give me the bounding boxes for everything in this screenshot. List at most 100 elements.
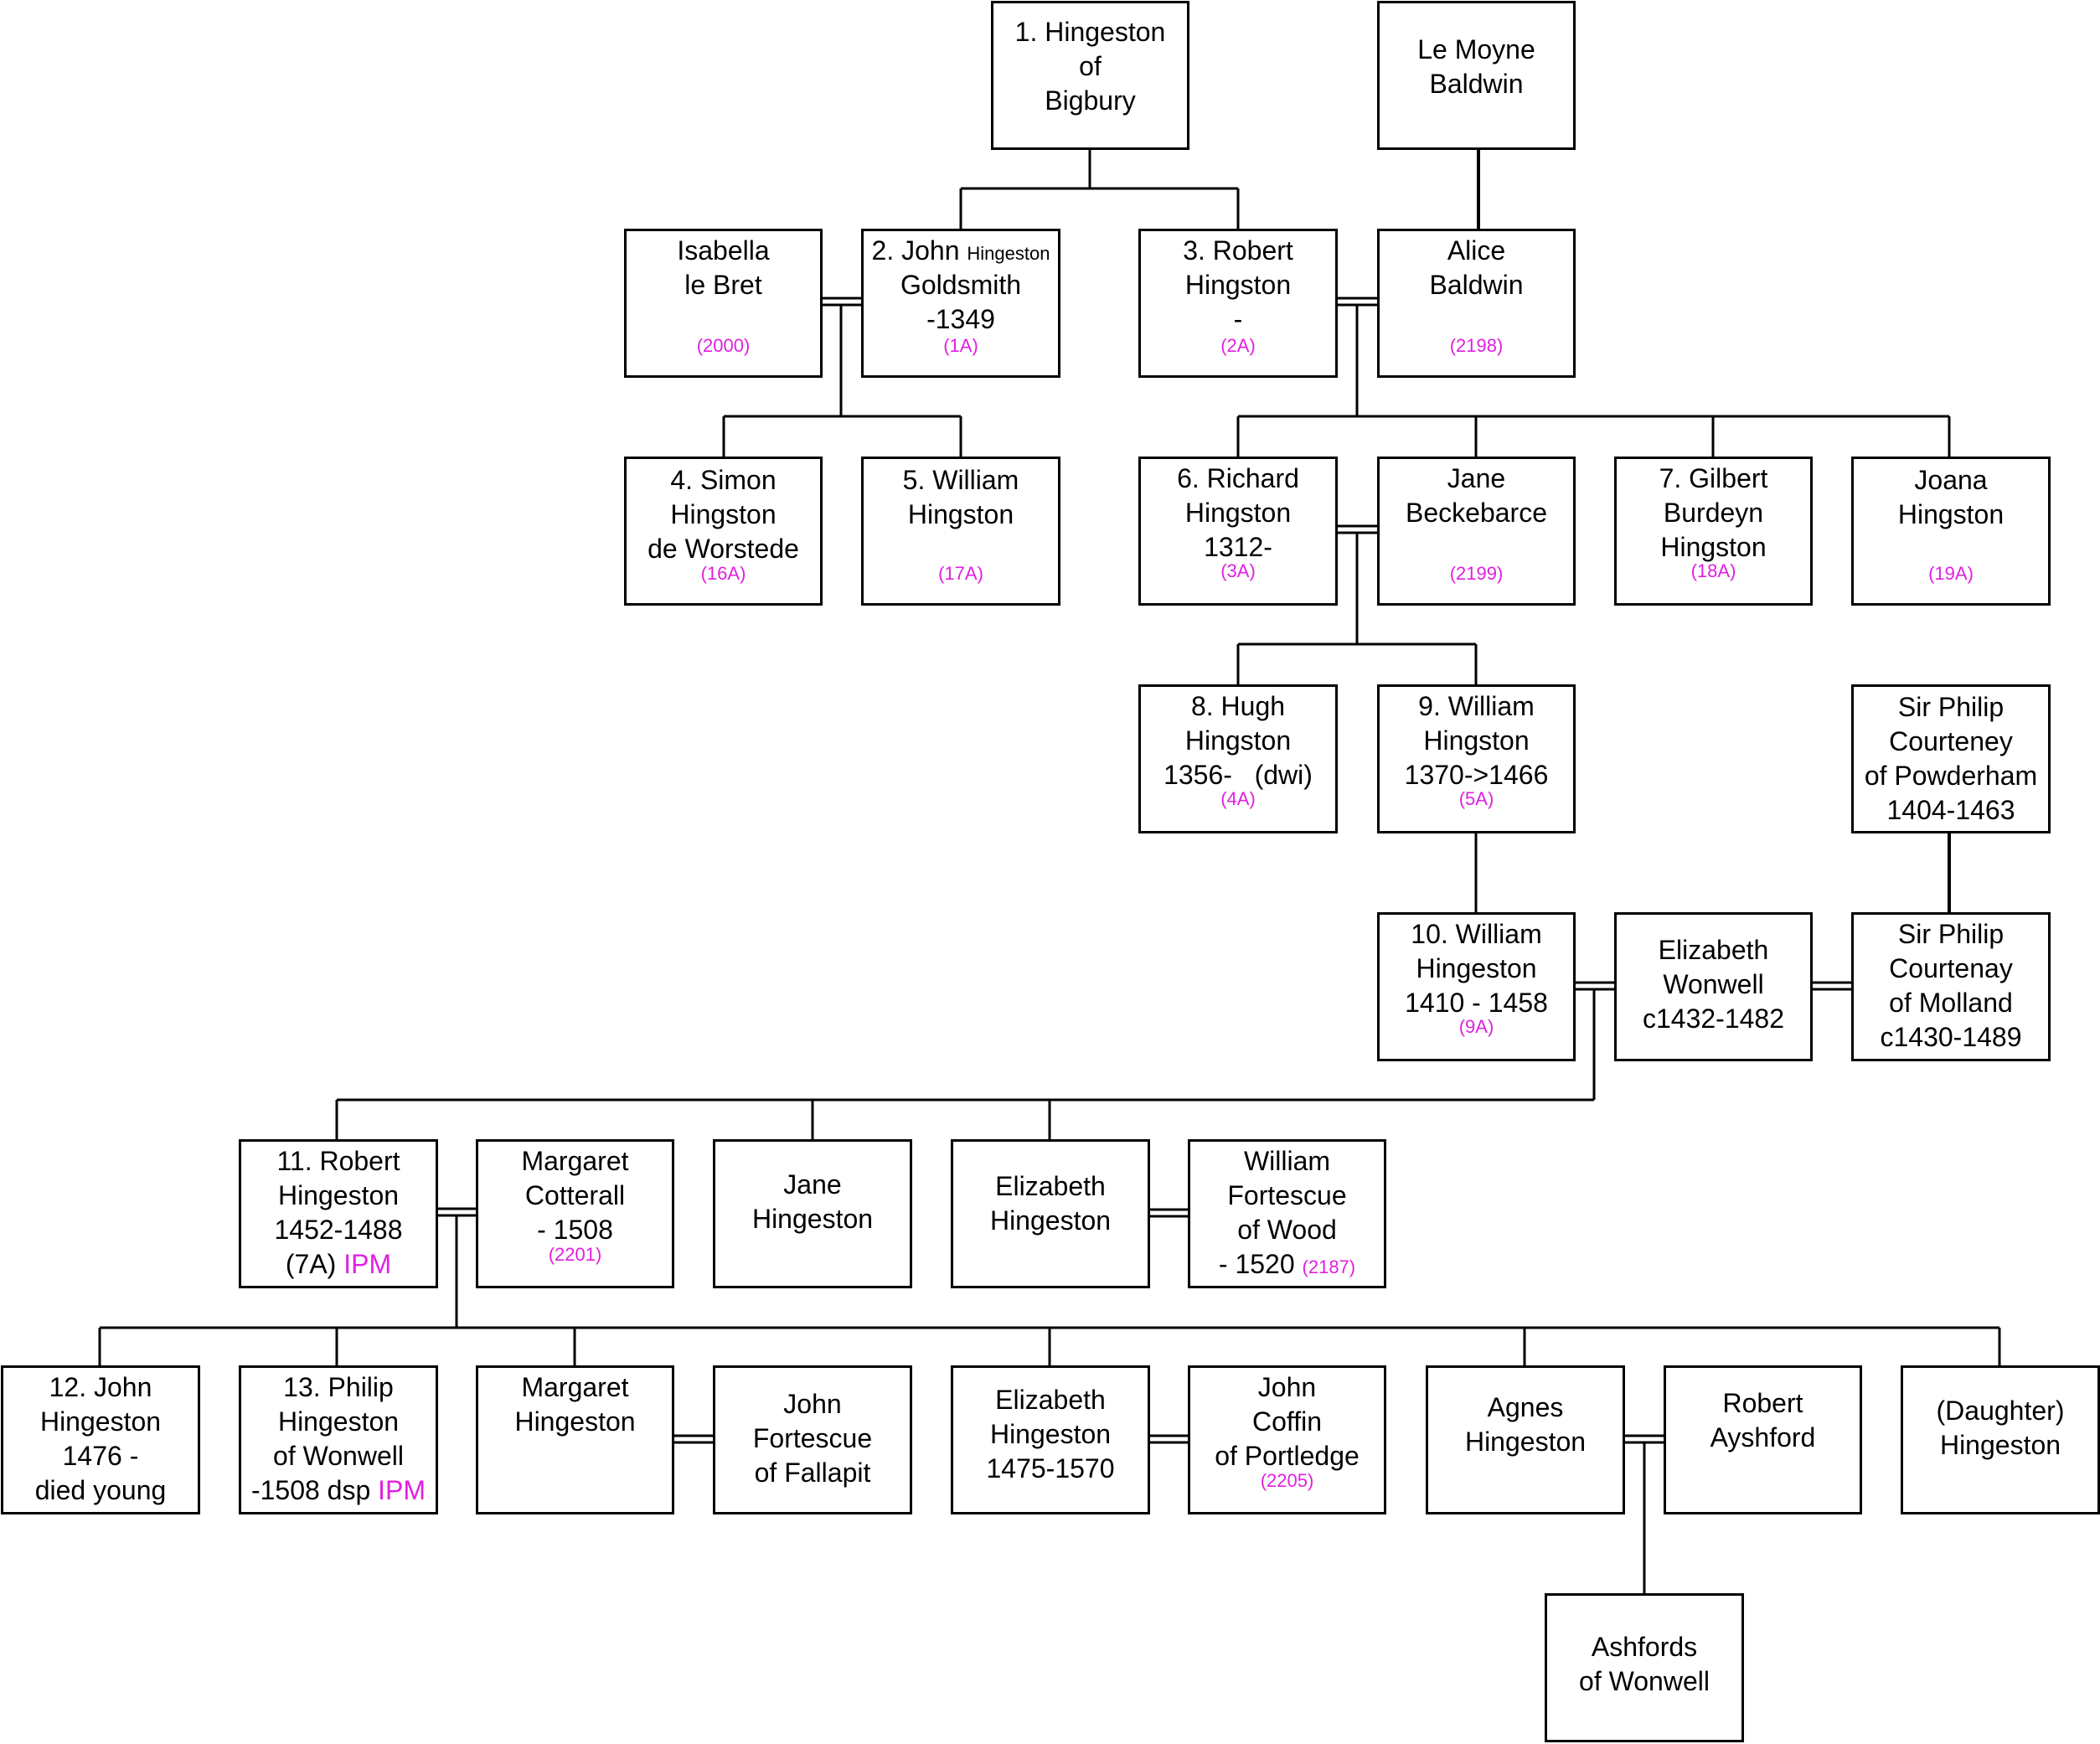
- person-box-hingeston-of-bigbury: 1. Hingeston of Bigbury: [991, 1, 1189, 150]
- person-box-richard-hingston: 6. Richard Hingston 1312- (3A): [1138, 457, 1338, 606]
- person-name-line: -1349: [926, 304, 995, 334]
- person-name-line: John: [1257, 1372, 1317, 1402]
- ref-number: (2A): [1220, 335, 1256, 356]
- person-box-hugh-hingston: 8. Hugh Hingston 1356- (dwi) (4A): [1138, 684, 1338, 833]
- person-name-line: 7. Gilbert: [1659, 463, 1768, 493]
- person-box-william-hingston-9: 9. William Hingston 1370->1466 (5A): [1377, 684, 1576, 833]
- person-name-line: c1432-1482: [1642, 1004, 1785, 1034]
- person-name-line: Beckebarce: [1406, 498, 1547, 528]
- person-box-john-coffin: John Coffin of Portledge (2205): [1188, 1365, 1386, 1514]
- person-name-line: Elizabeth: [995, 1385, 1106, 1415]
- person-box-isabella-le-bret: Isabella le Bret (2000): [624, 229, 823, 378]
- person-box-alice-baldwin: Alice Baldwin (2198): [1377, 229, 1576, 378]
- person-name-line: of Fallapit: [754, 1458, 871, 1488]
- person-box-elizabeth-hingeston-2: Elizabeth Hingeston 1475-1570: [951, 1365, 1150, 1514]
- person-name-line: Baldwin: [1429, 270, 1524, 300]
- ref-number: (3A): [1220, 560, 1256, 581]
- person-box-sir-philip-courtenay-molland: Sir Philip Courtenay of Molland c1430-14…: [1851, 912, 2051, 1061]
- person-box-le-moyne-baldwin: Le Moyne Baldwin: [1377, 1, 1576, 150]
- person-name-line: Hingeston: [751, 1204, 874, 1234]
- person-name-line: 1410 - 1458: [1405, 988, 1548, 1018]
- ref-number: (18A): [1690, 560, 1736, 581]
- person-name-line: Margaret: [521, 1372, 629, 1402]
- person-name-line: Hingston: [1184, 270, 1292, 300]
- person-name-line: Hingston: [907, 499, 1014, 529]
- ref-number: (2201): [548, 1244, 602, 1265]
- person-name-line: 1404-1463: [1886, 795, 2015, 825]
- person-name-line: of: [1079, 51, 1102, 81]
- person-name-line: of Wonwell: [1579, 1666, 1710, 1696]
- person-name-line: Hingston: [1423, 725, 1530, 756]
- person-name-line: 12. John: [49, 1372, 152, 1402]
- ref-number: (2205): [1260, 1470, 1314, 1491]
- person-name-line: 1356- (dwi): [1164, 760, 1313, 790]
- person-name-line: (7A) IPM: [285, 1249, 392, 1279]
- person-name-line: Wonwell: [1663, 969, 1764, 999]
- person-name-line: Coffin: [1251, 1406, 1322, 1437]
- person-name-line: le Bret: [684, 270, 762, 300]
- person-box-william-hingston-5: 5. William Hingston (17A): [861, 457, 1060, 606]
- person-name-line: Joana: [1914, 465, 1988, 495]
- person-name-line: -1508 dsp IPM: [250, 1475, 426, 1505]
- person-name-line: Hingeston: [1464, 1427, 1587, 1457]
- person-name-line: of Wonwell: [273, 1441, 404, 1471]
- person-name-line: Hingeston: [514, 1406, 636, 1437]
- person-name-line: William: [1243, 1146, 1331, 1176]
- person-name-line: 11. Robert: [276, 1146, 400, 1176]
- person-name-line: of Portledge: [1215, 1441, 1360, 1471]
- person-name-line: of Molland: [1889, 988, 2013, 1018]
- person-name-line: Ayshford: [1710, 1422, 1816, 1452]
- ref-number: (2199): [1449, 563, 1504, 584]
- person-box-ashfords-of-wonwell: Ashfords of Wonwell: [1545, 1593, 1744, 1742]
- person-name-line: Cotterall: [524, 1180, 626, 1210]
- person-name-line: Jane: [1447, 463, 1506, 493]
- ref-number: (2198): [1449, 335, 1504, 356]
- person-box-sir-philip-courteney-powderham: Sir Philip Courteney of Powderham 1404-1…: [1851, 684, 2051, 833]
- person-name-line: 6. Richard: [1177, 463, 1299, 493]
- person-name-line: died young: [34, 1475, 167, 1505]
- person-box-daughter-hingeston: (Daughter) Hingeston: [1901, 1365, 2100, 1514]
- ref-number: (17A): [938, 563, 983, 584]
- person-name-line: Hingeston: [277, 1406, 400, 1437]
- person-name-line: Sir Philip: [1897, 919, 2005, 949]
- person-name-line: Hingston: [1660, 532, 1767, 562]
- person-name-line: Hingston: [1184, 498, 1292, 528]
- ref-number: (2000): [696, 335, 751, 356]
- person-name-line: Elizabeth: [995, 1171, 1106, 1201]
- person-name-line: Hingeston: [1939, 1430, 2061, 1460]
- ref-number: (5A): [1458, 788, 1494, 809]
- person-name-line: 1370->1466: [1404, 760, 1549, 790]
- person-name-line: Elizabeth: [1658, 935, 1769, 965]
- person-box-elizabeth-wonwell: Elizabeth Wonwell c1432-1482: [1614, 912, 1813, 1061]
- person-box-joana-hingston: Joana Hingston (19A): [1851, 457, 2051, 606]
- ipm-label: IPM: [378, 1475, 426, 1505]
- person-box-robert-hingston: 3. Robert Hingston - (2A): [1138, 229, 1338, 378]
- person-name-line: Sir Philip: [1897, 692, 2005, 722]
- person-name-line: 13. Philip: [283, 1372, 394, 1402]
- person-name-line: Baldwin: [1429, 69, 1524, 99]
- person-box-john-hingeston: 2. John Hingeston Goldsmith -1349 (1A): [861, 229, 1060, 378]
- person-name-line: Hingeston: [989, 1419, 1112, 1449]
- person-name-line: de Worstede: [648, 534, 799, 564]
- person-name-line: 5. William: [902, 465, 1019, 495]
- person-box-john-hingeston-12: 12. John Hingeston 1476 - died young: [1, 1365, 200, 1514]
- person-box-robert-hingeston-11: 11. Robert Hingeston 1452-1488 (7A) IPM: [239, 1139, 438, 1288]
- ref-number: (19A): [1928, 563, 1974, 584]
- person-name-line: - 1508: [537, 1215, 613, 1245]
- person-name-line: Hingeston: [39, 1406, 162, 1437]
- person-name-line: Goldsmith: [900, 270, 1022, 300]
- person-name-line: Fortescue: [1227, 1180, 1347, 1210]
- person-name-line: 2. John Hingeston: [871, 235, 1050, 266]
- person-name-line: 8. Hugh: [1190, 691, 1286, 721]
- person-box-jane-hingeston: Jane Hingeston: [713, 1139, 912, 1288]
- person-name-line: John: [783, 1389, 842, 1419]
- person-name-line: Hingeston: [1416, 953, 1537, 983]
- person-name-line: 1452-1488: [274, 1215, 403, 1245]
- person-name-line: Alice: [1447, 235, 1506, 266]
- person-box-william-fortescue: William Fortescue of Wood - 1520 (2187): [1188, 1139, 1386, 1288]
- person-name-line: Burdeyn: [1663, 498, 1764, 528]
- person-name-line: 3. Robert: [1183, 235, 1293, 266]
- person-name-line: Bigbury: [1045, 85, 1136, 116]
- person-box-john-fortescue: John Fortescue of Fallapit: [713, 1365, 912, 1514]
